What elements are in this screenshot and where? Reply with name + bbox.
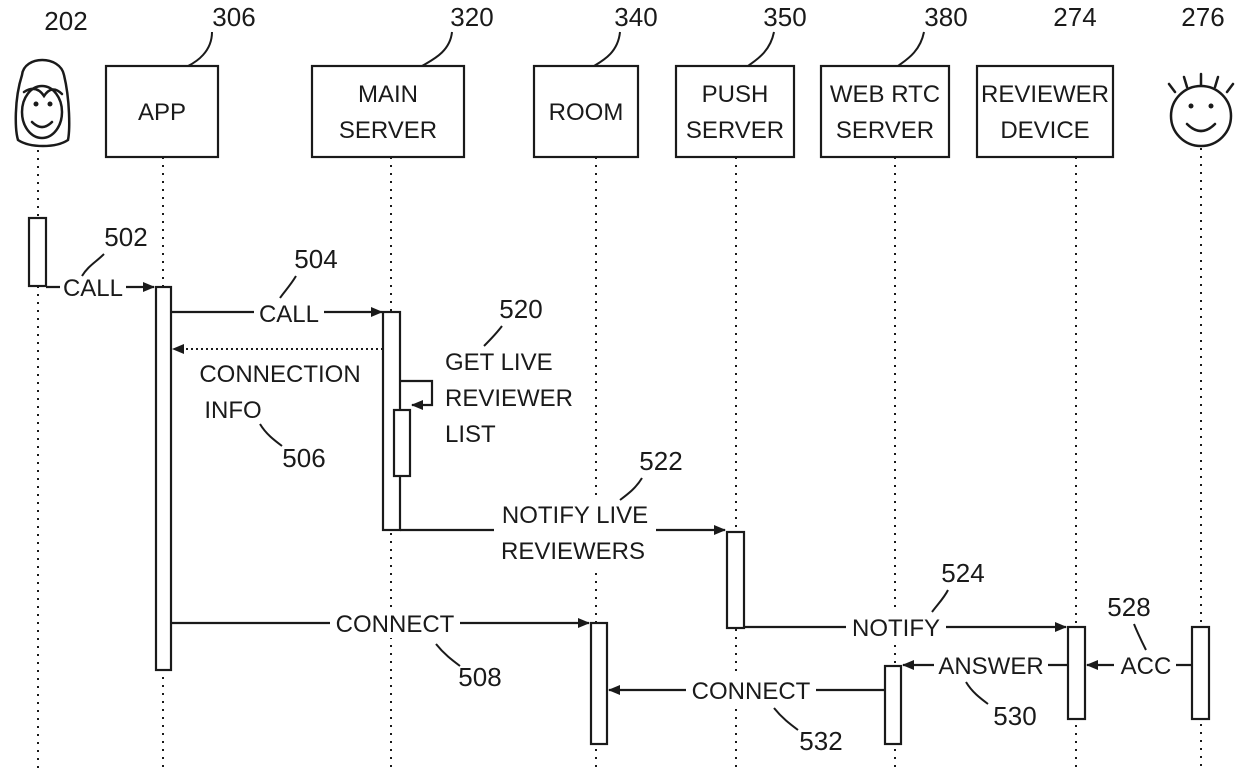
activation-reviewer-device	[1068, 627, 1085, 719]
message-call-502-label: CALL	[63, 275, 123, 302]
message-connect-508-label: CONNECT	[336, 611, 455, 638]
activation-push-server	[727, 532, 744, 628]
leader-524	[932, 590, 948, 612]
leader-350	[748, 32, 774, 66]
message-answer-label: ANSWER	[938, 653, 1043, 680]
message-notify-live-label-2: REVIEWERS	[501, 538, 645, 565]
ref-524: 524	[941, 558, 984, 588]
ref-508: 508	[458, 662, 501, 692]
activation-main-server-nested	[394, 410, 410, 476]
activation-room	[591, 623, 607, 744]
message-get-live-label-3: LIST	[445, 421, 496, 448]
message-call-504-label: CALL	[259, 301, 319, 328]
leader-532	[774, 708, 798, 730]
leader-528	[1134, 624, 1146, 650]
participant-main-server-label-1: MAIN	[358, 81, 418, 108]
reviewer-figure-icon	[1169, 74, 1233, 146]
message-connection-info-label-2: INFO	[204, 397, 261, 424]
ref-520: 520	[499, 294, 542, 324]
participant-app-label: APP	[138, 99, 186, 126]
message-get-live-label-2: REVIEWER	[445, 385, 573, 412]
message-acc-label: ACC	[1121, 653, 1172, 680]
message-connection-info-label-1: CONNECTION	[199, 361, 360, 388]
activation-webrtc-server	[885, 666, 901, 744]
leader-520	[484, 326, 502, 346]
ref-380: 380	[924, 2, 967, 32]
message-notify-label: NOTIFY	[852, 615, 940, 642]
message-connect-532-label: CONNECT	[692, 678, 811, 705]
ref-350: 350	[763, 2, 806, 32]
leader-320	[422, 32, 452, 66]
participant-reviewer-device-label-2: DEVICE	[1000, 117, 1089, 144]
ref-276: 276	[1181, 2, 1224, 32]
leader-522	[620, 478, 642, 500]
message-get-live-reviewer-list-arrow	[400, 381, 432, 405]
activation-app	[156, 287, 171, 670]
ref-502: 502	[104, 222, 147, 252]
ref-306: 306	[212, 2, 255, 32]
leader-380	[898, 32, 924, 66]
leader-504	[280, 276, 296, 298]
ref-202: 202	[44, 6, 87, 36]
ref-528: 528	[1107, 592, 1150, 622]
ref-532: 532	[799, 726, 842, 756]
ref-522: 522	[639, 446, 682, 476]
ref-504: 504	[294, 244, 337, 274]
ref-274: 274	[1053, 2, 1096, 32]
leader-506	[260, 424, 282, 446]
participant-room-label: ROOM	[549, 99, 624, 126]
participant-reviewer-device-label-1: REVIEWER	[981, 81, 1109, 108]
leader-508	[436, 644, 460, 666]
activation-reviewer	[1192, 627, 1209, 719]
participant-main-server-label-2: SERVER	[339, 117, 437, 144]
message-get-live-label-1: GET LIVE	[445, 349, 553, 376]
ref-320: 320	[450, 2, 493, 32]
message-notify-live-label-1: NOTIFY LIVE	[502, 502, 648, 529]
participant-push-server-label-1: PUSH	[702, 81, 769, 108]
ref-506: 506	[282, 443, 325, 473]
ref-530: 530	[993, 701, 1036, 731]
participant-push-server-label-2: SERVER	[686, 117, 784, 144]
leader-340	[594, 32, 620, 66]
user-figure-icon	[16, 60, 69, 146]
leader-306	[188, 32, 212, 66]
leader-530	[966, 682, 988, 704]
ref-340: 340	[614, 2, 657, 32]
participant-webrtc-server-label-2: SERVER	[836, 117, 934, 144]
participant-webrtc-server-label-1: WEB RTC	[830, 81, 940, 108]
activation-user	[29, 218, 46, 286]
